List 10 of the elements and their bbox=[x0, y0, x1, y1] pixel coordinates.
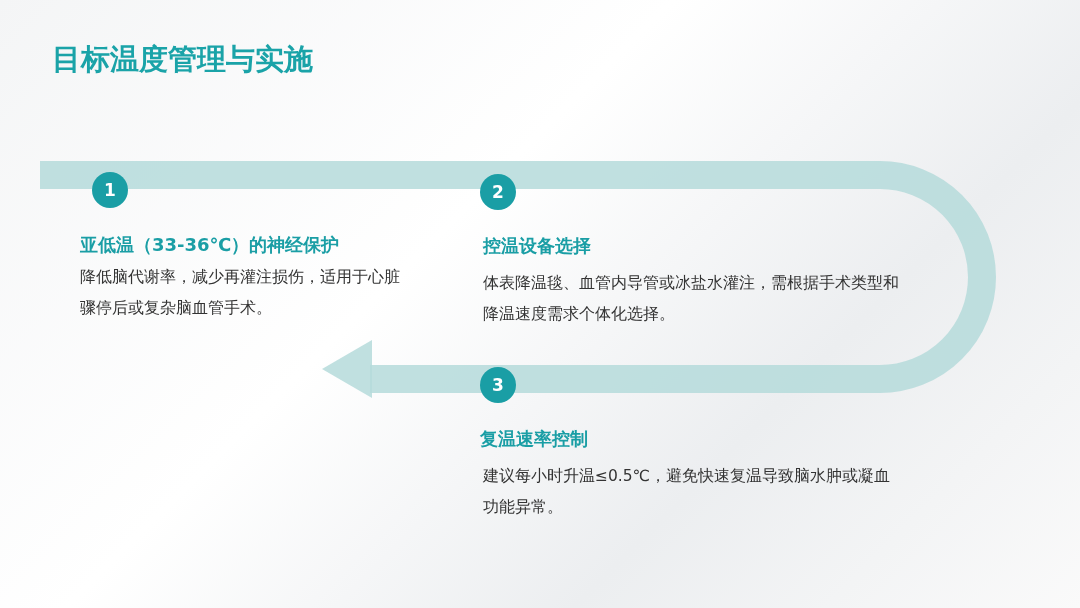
step-number-circle: 1 bbox=[92, 172, 128, 208]
step-heading: 亚低温（33-36℃）的神经保护 bbox=[80, 233, 340, 257]
step-heading: 复温速率控制 bbox=[480, 427, 588, 451]
step-description: 体表降温毯、血管内导管或冰盐水灌注，需根据手术类型和降温速度需求个体化选择。 bbox=[483, 273, 900, 325]
step-description: 降低脑代谢率，减少再灌注损伤，适用于心脏骤停后或复杂脑血管手术。 bbox=[80, 267, 400, 319]
step-number-circle: 3 bbox=[480, 367, 516, 403]
slide-title: 目标温度管理与实施 bbox=[52, 41, 313, 78]
step-heading: 控温设备选择 bbox=[483, 234, 591, 258]
step-description: 建议每小时升温≤0.5℃，避免快速复温导致脑水肿或凝血功能异常。 bbox=[483, 466, 892, 518]
step-number-circle: 2 bbox=[480, 174, 516, 210]
